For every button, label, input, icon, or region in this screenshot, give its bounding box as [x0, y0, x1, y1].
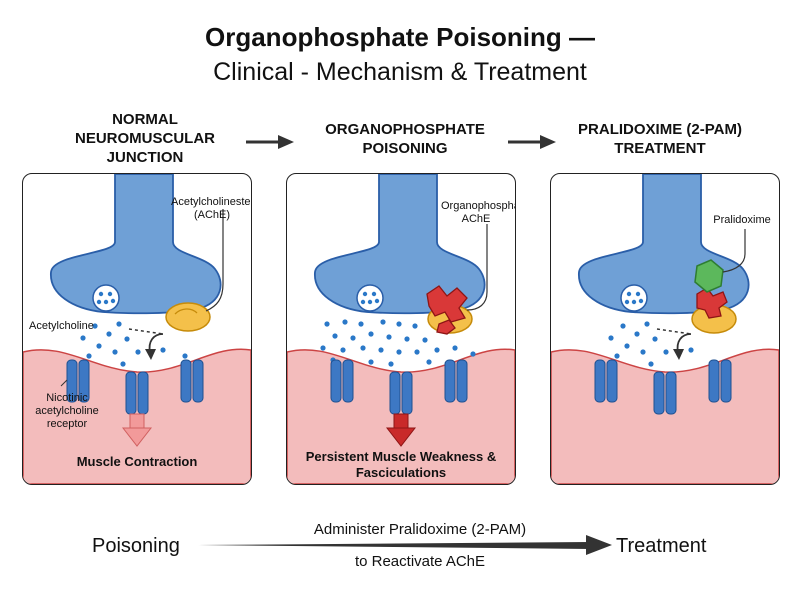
- panel-pralidoxime-treatment: Pralidoxime: [550, 173, 780, 485]
- diagram-title: Organophosphate Poisoning —: [205, 22, 595, 52]
- receptor-right: [180, 359, 204, 403]
- acetylcholine-molecules: [80, 321, 188, 367]
- muscle-membrane: [551, 348, 779, 484]
- receptor-label: Nicotinic acetylcholine receptor: [35, 392, 99, 430]
- pralidoxime-label: Pralidoxime: [713, 214, 771, 226]
- receptor-left: [594, 359, 618, 403]
- acetylcholine-molecules: [608, 321, 694, 367]
- receptor-left: [66, 359, 90, 403]
- flow-start-poisoning: Poisoning: [92, 535, 180, 557]
- outcome-muscle-contraction: Muscle Contraction: [76, 454, 198, 469]
- flow-action-line1: Administer Pralidoxime (2-PAM): [313, 521, 527, 538]
- accumulated-acetylcholine: [320, 319, 476, 367]
- nerve-terminal: [314, 174, 486, 315]
- outcome-muscle-weakness: Persistent Muscle Weakness & Fasciculati…: [305, 449, 497, 480]
- flow-end-treatment: Treatment: [616, 535, 707, 557]
- ache-enzyme: [165, 302, 211, 332]
- phase-heading-poisoning: ORGANOPHOSPHATE POISONING: [325, 121, 485, 157]
- phase-arrow-2-icon: [508, 135, 556, 149]
- organophosphate-ache-label: Organophosphate-AChE: [441, 200, 515, 225]
- receptor-middle: [125, 371, 149, 415]
- phase-arrow-1-icon: [246, 135, 294, 149]
- flow-action-line2: to Reactivate AChE: [354, 553, 486, 570]
- receptor-middle: [389, 371, 413, 415]
- phase-heading-treatment: PRALIDOXIME (2-PAM) TREATMENT: [578, 121, 742, 157]
- acetylcholine-label: Acetylcholine: [29, 320, 94, 332]
- organophosphate-bound: [426, 285, 468, 335]
- ache-label: Acetylcholinesterase (AChE): [171, 196, 251, 221]
- receptor-right: [708, 359, 732, 403]
- receptor-right: [444, 359, 468, 403]
- synaptic-vesicle: [356, 284, 384, 312]
- phase-heading-normal: NORMAL NEUROMUSCULAR JUNCTION: [75, 111, 215, 166]
- muscle-contraction-arrow: [121, 413, 153, 447]
- diagram-subtitle: Clinical - Mechanism & Treatment: [213, 58, 587, 86]
- receptor-middle: [653, 371, 677, 415]
- nerve-terminal: [50, 174, 222, 315]
- panel-organophosphate-poisoning: Organophosphate-AChE Persistent Muscle W…: [286, 173, 516, 485]
- organophosphate-fragment: [696, 287, 728, 319]
- synaptic-vesicle: [620, 284, 648, 312]
- synaptic-vesicle: [92, 284, 120, 312]
- muscle-weakness-arrow: [385, 413, 417, 447]
- pralidoxime-molecule: [694, 259, 724, 293]
- flow-arrow-icon: [198, 535, 612, 555]
- receptor-left: [330, 359, 354, 403]
- panel-normal-junction: Acetylcholinesterase (AChE) Acetylcholin…: [22, 173, 252, 485]
